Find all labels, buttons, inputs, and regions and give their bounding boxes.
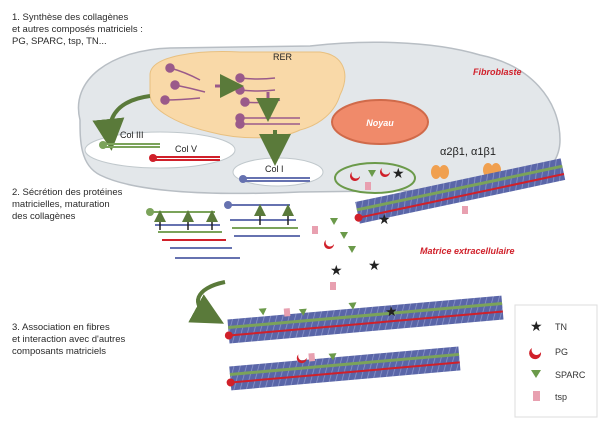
triangle-icon <box>531 370 541 378</box>
arrow-to-col3 <box>92 94 151 151</box>
vesicle-contents <box>349 168 390 190</box>
nucleus <box>331 99 429 145</box>
crescent-icon <box>529 348 542 360</box>
svg-text:PG: PG <box>555 347 568 357</box>
col1-chain <box>239 175 310 183</box>
svg-text:matricielles, maturation: matricielles, maturation <box>12 199 110 210</box>
col5-label: Col V <box>175 144 197 154</box>
legend-tn: ★ TN <box>530 320 567 335</box>
fibroblast-label: Fibroblaste <box>473 67 522 77</box>
col3-chain <box>99 141 160 149</box>
svg-text:PG, SPARC, tsp, TN...: PG, SPARC, tsp, TN... <box>12 36 107 47</box>
svg-text:3. Association en fibres: 3. Association en fibres <box>12 322 110 333</box>
svg-text:2. Sécrétion des protéines: 2. Sécrétion des protéines <box>12 187 123 198</box>
col1-label: Col I <box>265 164 284 174</box>
svg-text:★: ★ <box>368 259 381 274</box>
step1-text: 1. Synthèse des collagènes et autres com… <box>12 12 143 47</box>
legend-box <box>514 304 598 418</box>
svg-text:et interaction avec d'autres: et interaction avec d'autres <box>12 334 125 345</box>
legend-tsp: tsp <box>533 391 567 402</box>
svg-text:1. Synthèse des collagènes: 1. Synthèse des collagènes <box>12 12 128 23</box>
star-icon: ★ <box>530 320 543 335</box>
svg-text:TN: TN <box>555 322 567 332</box>
col5-chain <box>149 154 220 162</box>
fibre-bundle-1 <box>224 295 504 344</box>
integrins-label: α2β1, α1β1 <box>440 146 496 158</box>
svg-text:SPARC: SPARC <box>555 370 586 380</box>
svg-text:★: ★ <box>378 213 391 228</box>
surface-fibre <box>354 158 566 224</box>
step3-text: 3. Association en fibres et interaction … <box>12 322 125 357</box>
rer-label: RER <box>273 52 293 62</box>
legend-pg: PG <box>529 347 568 360</box>
nucleus-label: Noyau <box>366 118 394 128</box>
col3-label: Col III <box>120 130 144 140</box>
rect-icon <box>533 391 540 401</box>
secreted-chains <box>146 201 300 259</box>
secretory-vesicle <box>334 162 416 194</box>
svg-text:★: ★ <box>392 167 405 182</box>
svg-text:et autres composés matriciels: et autres composés matriciels : <box>12 24 143 35</box>
secreted-components: ★ ★ ★ ★ <box>312 167 468 290</box>
rer-organelle <box>149 51 346 139</box>
legend-sparc: SPARC <box>531 370 586 380</box>
svg-text:★: ★ <box>330 264 343 279</box>
col-3-5-vesicle <box>84 131 236 169</box>
svg-text:tsp: tsp <box>555 392 567 402</box>
svg-text:composants matriciels: composants matriciels <box>12 346 106 357</box>
arrow-to-step3 <box>188 280 226 324</box>
svg-text:★: ★ <box>385 305 399 321</box>
fibre-bundle-2: ★ <box>226 305 461 391</box>
matrix-label: Matrice extracellulaire <box>420 246 515 256</box>
step2-text: 2. Sécrétion des protéines matricielles,… <box>12 187 123 222</box>
svg-text:des collagènes: des collagènes <box>12 211 76 222</box>
